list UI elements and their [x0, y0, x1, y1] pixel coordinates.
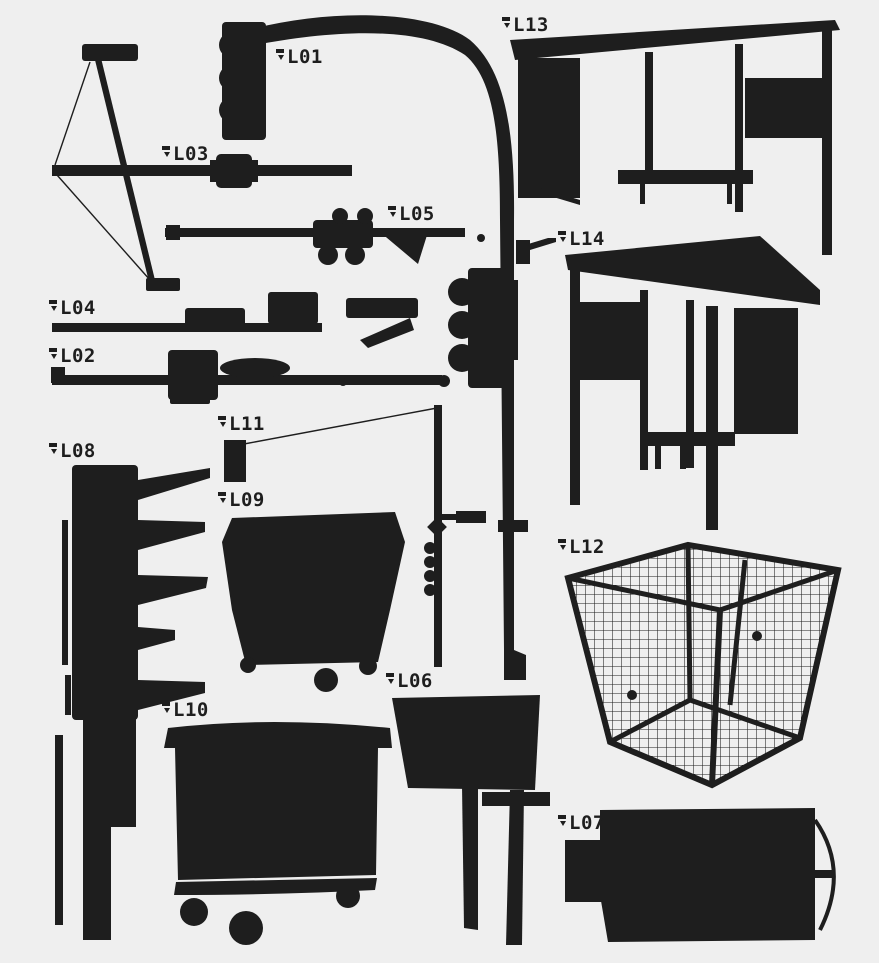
- label-l08: L08: [49, 442, 96, 461]
- object-l08: [55, 465, 210, 940]
- label-l07-text: L07: [569, 812, 605, 834]
- tag-icon: [386, 672, 395, 686]
- label-l02-text: L02: [60, 345, 96, 367]
- label-l14: L14: [558, 230, 605, 249]
- tag-icon: [49, 347, 58, 361]
- object-l10: [164, 722, 392, 945]
- label-l03: L03: [162, 145, 209, 164]
- tag-icon: [276, 48, 285, 62]
- tag-icon: [49, 442, 58, 456]
- label-l12-text: L12: [569, 536, 605, 558]
- label-l13: L13: [502, 16, 549, 35]
- tag-icon: [218, 415, 227, 429]
- object-l04: [52, 292, 418, 348]
- tag-icon: [502, 16, 511, 30]
- object-l05: [165, 208, 485, 265]
- label-l06-text: L06: [397, 670, 433, 692]
- object-l13: [510, 20, 840, 255]
- label-l11-text: L11: [229, 413, 265, 435]
- label-l14-text: L14: [569, 228, 605, 250]
- tag-icon: [49, 299, 58, 313]
- label-l07: L07: [558, 814, 605, 833]
- tag-icon: [388, 205, 397, 219]
- object-l09: [222, 512, 405, 692]
- object-l12: [564, 541, 842, 789]
- label-l10-text: L10: [173, 699, 209, 721]
- tag-icon: [162, 145, 171, 159]
- label-l12: L12: [558, 538, 605, 557]
- label-l09: L09: [218, 491, 265, 510]
- object-l01: [219, 15, 556, 680]
- label-l13-text: L13: [513, 14, 549, 36]
- label-l08-text: L08: [60, 440, 96, 462]
- label-l01-text: L01: [287, 46, 323, 68]
- object-l11: [224, 405, 486, 667]
- label-l02: L02: [49, 347, 96, 366]
- label-l04-text: L04: [60, 297, 96, 319]
- object-l07: [565, 808, 836, 942]
- object-l02: [51, 350, 450, 404]
- label-l11: L11: [218, 415, 265, 434]
- label-l10: L10: [162, 701, 209, 720]
- tag-icon: [558, 814, 567, 828]
- tag-icon: [162, 701, 171, 715]
- label-l04: L04: [49, 299, 96, 318]
- tag-icon: [558, 538, 567, 552]
- tag-icon: [558, 230, 567, 244]
- object-l06: [392, 695, 550, 945]
- label-l05-text: L05: [399, 203, 435, 225]
- object-l14: [565, 236, 820, 530]
- label-l09-text: L09: [229, 489, 265, 511]
- label-l03-text: L03: [173, 143, 209, 165]
- tag-icon: [218, 491, 227, 505]
- label-l05: L05: [388, 205, 435, 224]
- label-l01: L01: [276, 48, 323, 67]
- label-l06: L06: [386, 672, 433, 691]
- object-l03: [52, 44, 352, 291]
